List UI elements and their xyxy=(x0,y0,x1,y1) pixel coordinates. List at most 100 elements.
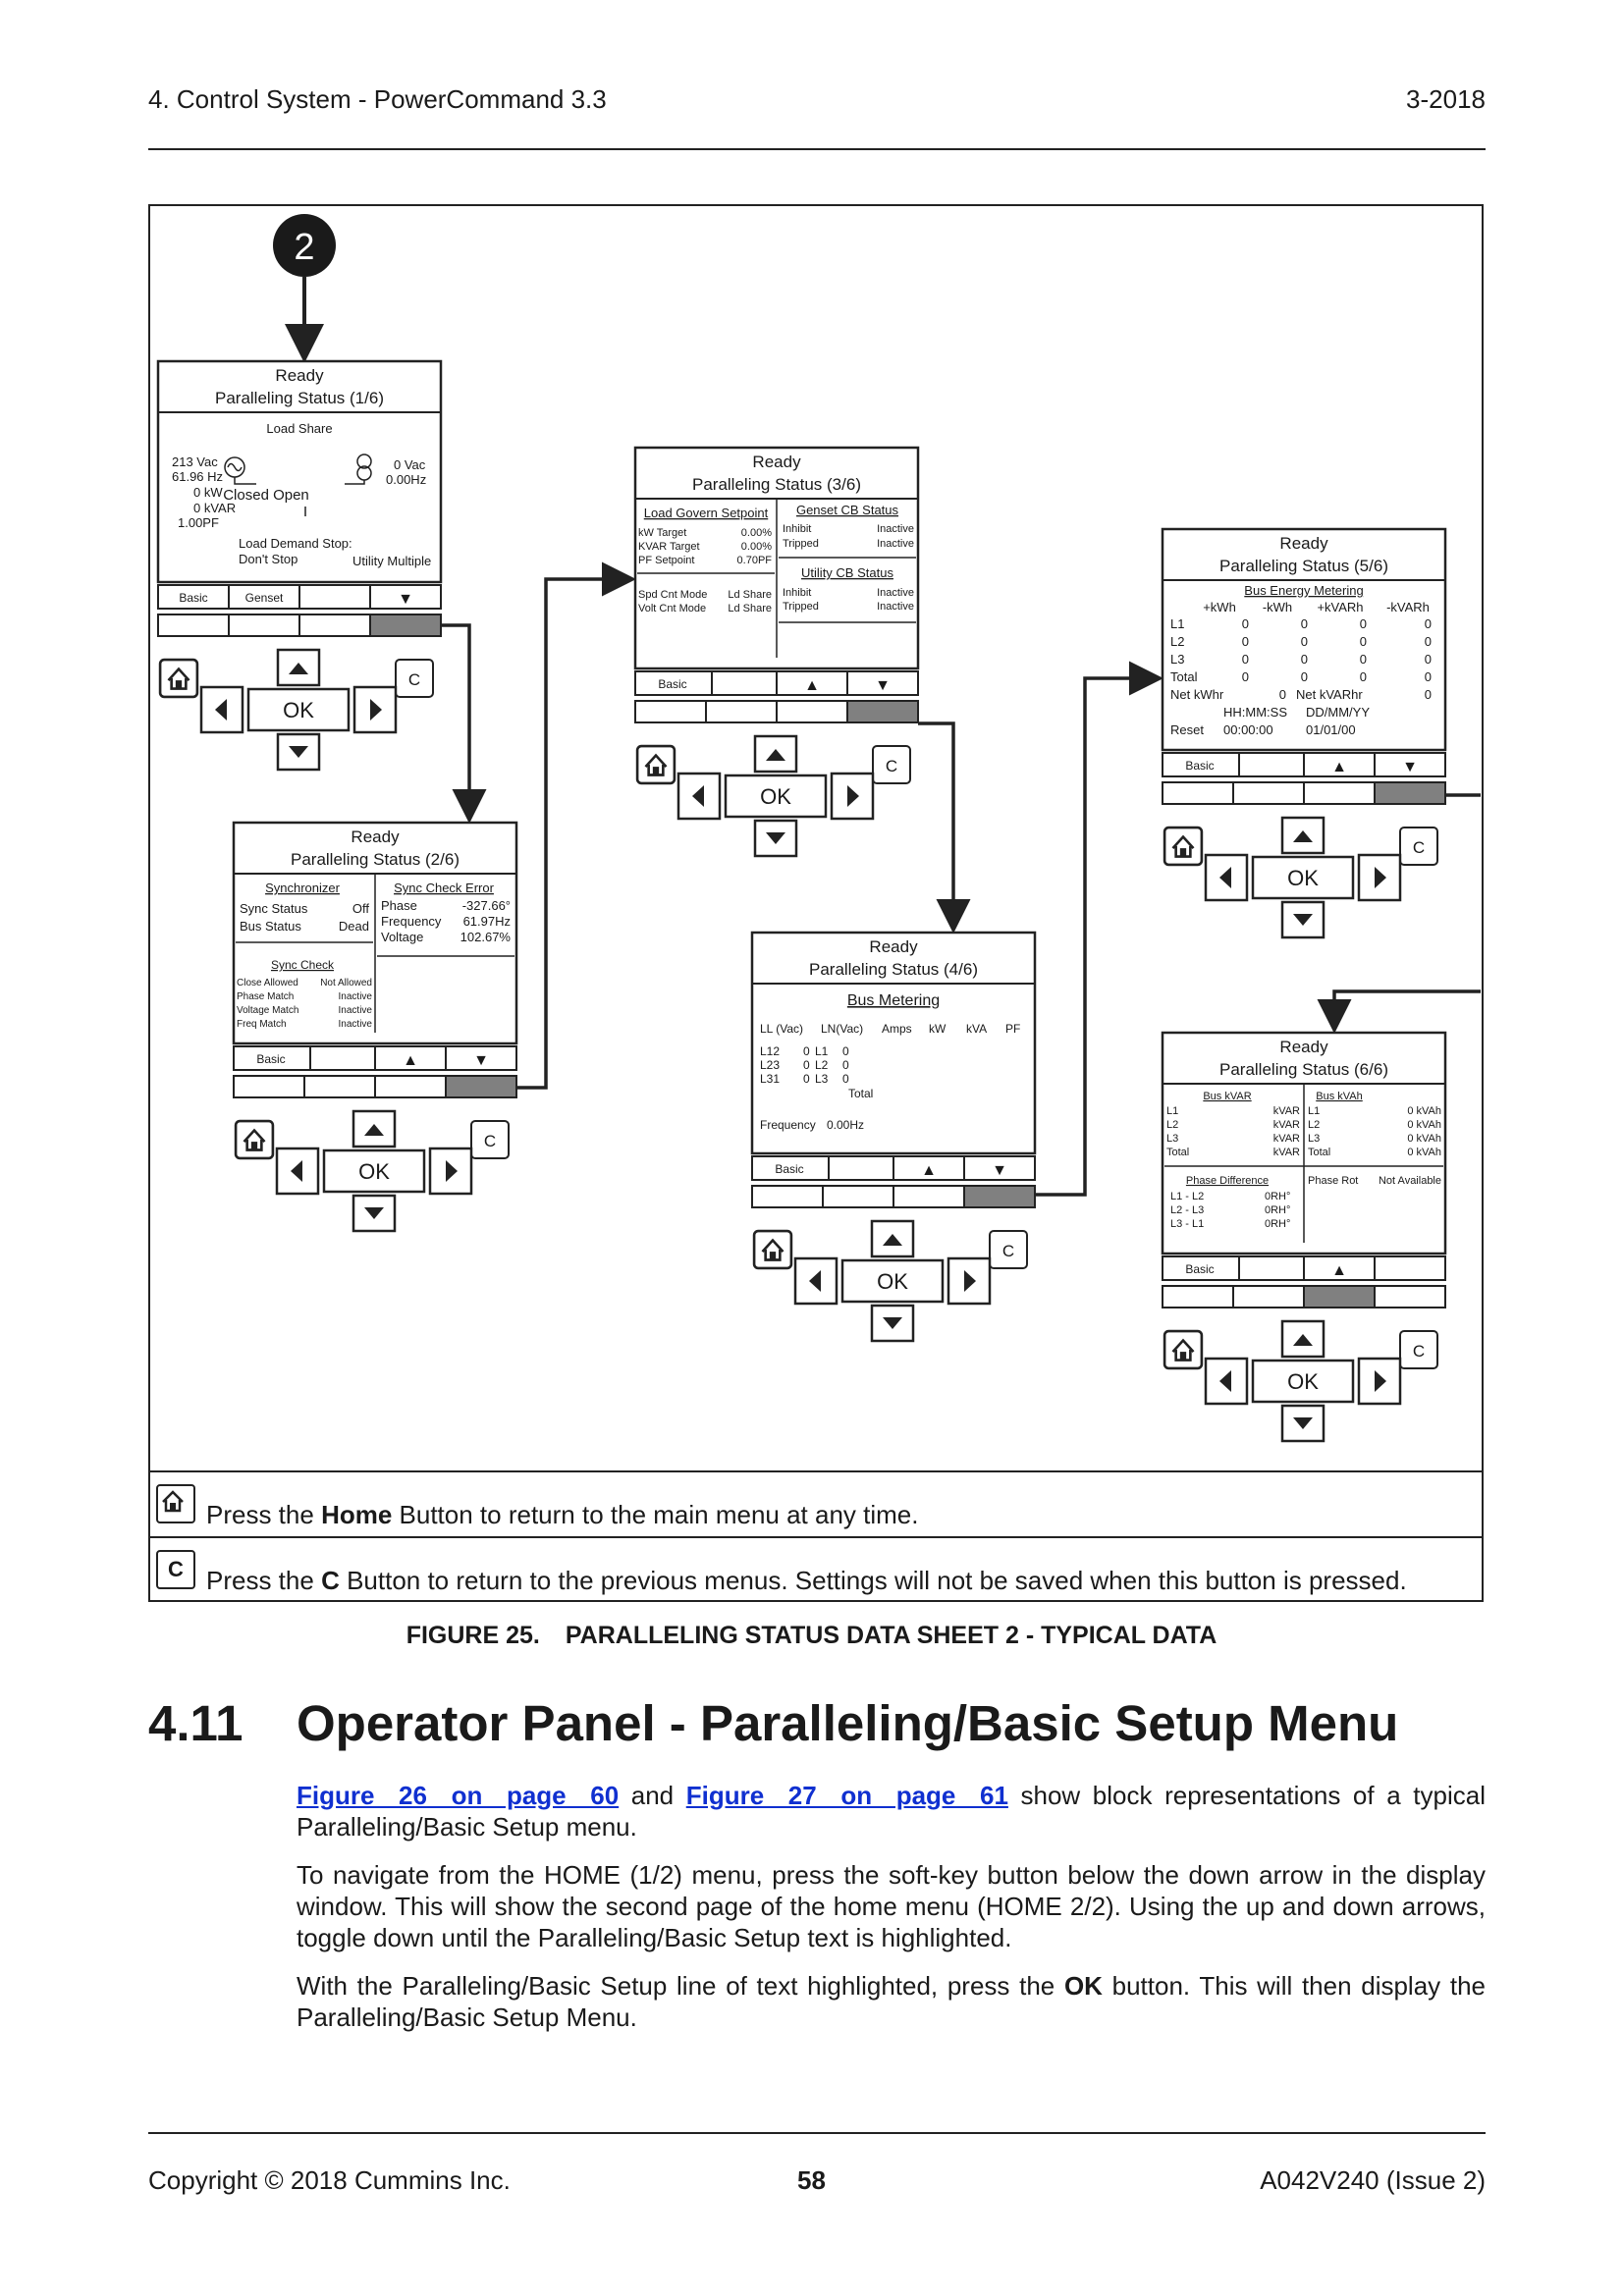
section-title: Operator Panel - Paralleling/Basic Setup… xyxy=(297,1695,1399,1751)
svg-text:Don't Stop: Don't Stop xyxy=(239,552,298,566)
svg-text:Inactive: Inactive xyxy=(877,601,914,613)
svg-text:LL (Vac): LL (Vac) xyxy=(760,1022,803,1036)
figure-number: FIGURE 25. xyxy=(406,1622,540,1649)
svg-text:▲: ▲ xyxy=(921,1162,937,1179)
svg-text:Net kWhr: Net kWhr xyxy=(1170,687,1224,702)
svg-text:Voltage Match: Voltage Match xyxy=(237,1005,298,1016)
svg-text:0.00Hz: 0.00Hz xyxy=(386,472,426,487)
footer-rule xyxy=(148,2132,1486,2134)
figure-27-link[interactable]: Figure 27 on page 61 xyxy=(685,1781,1008,1810)
svg-text:kW: kW xyxy=(929,1022,947,1036)
header-chapter: 4. Control System - PowerCommand 3.3 xyxy=(148,84,607,114)
svg-text:▲: ▲ xyxy=(403,1052,418,1069)
svg-text:L1 - L2: L1 - L2 xyxy=(1170,1191,1204,1202)
svg-text:Inhibit: Inhibit xyxy=(783,523,811,535)
page-number: 58 xyxy=(797,2165,826,2195)
figure-title: PARALLELING STATUS DATA SHEET 2 - TYPICA… xyxy=(565,1622,1217,1649)
svg-text:Synchronizer: Synchronizer xyxy=(265,881,341,895)
svg-text:0: 0 xyxy=(1425,634,1432,649)
svg-text:Paralleling Status (3/6): Paralleling Status (3/6) xyxy=(692,475,861,494)
svg-text:L3: L3 xyxy=(1308,1133,1320,1145)
svg-text:Load Demand Stop:: Load Demand Stop: xyxy=(239,536,352,551)
svg-text:▼: ▼ xyxy=(875,677,891,694)
svg-text:kVAR: kVAR xyxy=(1273,1105,1300,1117)
svg-text:Basic: Basic xyxy=(179,591,207,605)
header-date: 3-2018 xyxy=(1406,84,1486,114)
section-number: 4.11 xyxy=(148,1695,243,1751)
screen-1: Ready Paralleling Status (1/6) Load Shar… xyxy=(156,359,443,772)
svg-text:0: 0 xyxy=(1301,634,1308,649)
note-home: Press the Home Button to return to the m… xyxy=(150,1470,1482,1536)
svg-text:Inactive: Inactive xyxy=(877,538,914,550)
svg-text:Amps: Amps xyxy=(882,1022,912,1036)
figure-paralleling-status: 2 Ready Paralleling Status (1/6) Load Sh… xyxy=(148,204,1484,1602)
footer-copyright: Copyright © 2018 Cummins Inc. xyxy=(148,2165,511,2195)
svg-text:Spd Cnt Mode: Spd Cnt Mode xyxy=(638,589,707,601)
svg-text:0: 0 xyxy=(1425,616,1432,631)
svg-text:L2: L2 xyxy=(1166,1119,1178,1131)
svg-text:KVAR Target: KVAR Target xyxy=(638,541,700,553)
c-key-icon: C xyxy=(156,1550,195,1589)
screen-2: Ready Paralleling Status (2/6) Synchroni… xyxy=(232,821,518,1233)
svg-text:0: 0 xyxy=(1301,652,1308,667)
svg-text:Tripped: Tripped xyxy=(783,538,819,550)
svg-text:0.00Hz: 0.00Hz xyxy=(827,1118,864,1132)
svg-text:0: 0 xyxy=(803,1072,810,1086)
svg-text:Ready: Ready xyxy=(752,453,801,471)
svg-text:Freq Match: Freq Match xyxy=(237,1019,287,1030)
svg-text:DD/MM/YY: DD/MM/YY xyxy=(1306,705,1370,720)
svg-text:Not Allowed: Not Allowed xyxy=(320,978,372,988)
svg-text:0: 0 xyxy=(1301,616,1308,631)
svg-text:PF Setpoint: PF Setpoint xyxy=(638,555,694,566)
header-rule xyxy=(148,148,1486,150)
svg-text:0: 0 xyxy=(1425,687,1432,702)
svg-text:0RH°: 0RH° xyxy=(1265,1191,1290,1202)
svg-text:Reset: Reset xyxy=(1170,722,1204,737)
svg-text:Basic: Basic xyxy=(256,1052,285,1066)
svg-text:Ld Share: Ld Share xyxy=(728,589,772,601)
paragraph-2: To navigate from the HOME (1/2) menu, pr… xyxy=(297,1860,1486,1952)
svg-text:kVAR: kVAR xyxy=(1273,1147,1300,1158)
svg-text:Inactive: Inactive xyxy=(877,587,914,599)
svg-text:61.96 Hz: 61.96 Hz xyxy=(172,469,223,484)
svg-text:Load Govern Setpoint: Load Govern Setpoint xyxy=(644,506,769,520)
svg-text:L2 - L3: L2 - L3 xyxy=(1170,1204,1204,1216)
svg-text:01/01/00: 01/01/00 xyxy=(1306,722,1356,737)
note-c-key: C Press the C Button to return to the pr… xyxy=(150,1536,1482,1602)
svg-text:0 kVAh: 0 kVAh xyxy=(1407,1105,1441,1117)
figure-26-link[interactable]: Figure 26 on page 60 xyxy=(297,1781,620,1810)
svg-text:Phase Match: Phase Match xyxy=(237,991,294,1002)
svg-text:C: C xyxy=(1413,838,1425,857)
svg-text:0: 0 xyxy=(1360,652,1367,667)
svg-text:Utility Multiple: Utility Multiple xyxy=(352,554,431,568)
svg-text:Utility CB Status: Utility CB Status xyxy=(801,565,893,580)
svg-text:Inhibit: Inhibit xyxy=(783,587,811,599)
paragraph-1: Figure 26 on page 60 and Figure 27 on pa… xyxy=(297,1781,1486,1842)
svg-text:Basic: Basic xyxy=(1185,1262,1214,1276)
svg-text:-kWh: -kWh xyxy=(1263,600,1292,614)
svg-text:Load Share: Load Share xyxy=(266,421,332,436)
svg-text:0: 0 xyxy=(1425,652,1432,667)
svg-text:L2: L2 xyxy=(1308,1119,1320,1131)
svg-text:Basic: Basic xyxy=(775,1162,803,1176)
svg-text:Dead: Dead xyxy=(339,919,369,934)
svg-text:Inactive: Inactive xyxy=(339,1005,373,1016)
screen-3: Ready Paralleling Status (3/6) Load Gove… xyxy=(633,446,920,858)
screen-6: Ready Paralleling Status (6/6) Bus kVAR … xyxy=(1161,1031,1447,1443)
svg-text:C: C xyxy=(886,757,897,775)
svg-text:0: 0 xyxy=(842,1072,849,1086)
svg-text:Phase: Phase xyxy=(381,898,417,913)
svg-text:Bus Metering: Bus Metering xyxy=(847,992,940,1009)
document-id: A042V240 (Issue 2) xyxy=(1260,2165,1486,2195)
svg-text:Paralleling Status (2/6): Paralleling Status (2/6) xyxy=(291,850,460,869)
paragraph-3: With the Paralleling/Basic Setup line of… xyxy=(297,1971,1486,2032)
svg-text:Total: Total xyxy=(848,1087,873,1100)
svg-text:0: 0 xyxy=(1242,652,1249,667)
svg-text:Paralleling Status (5/6): Paralleling Status (5/6) xyxy=(1219,557,1388,575)
screen-5: Ready Paralleling Status (5/6) Bus Energ… xyxy=(1161,527,1447,939)
svg-text:L1: L1 xyxy=(815,1044,829,1058)
svg-text:102.67%: 102.67% xyxy=(460,930,512,944)
svg-text:▲: ▲ xyxy=(1331,759,1347,775)
svg-text:Total: Total xyxy=(1308,1147,1330,1158)
svg-text:L23: L23 xyxy=(760,1058,780,1072)
